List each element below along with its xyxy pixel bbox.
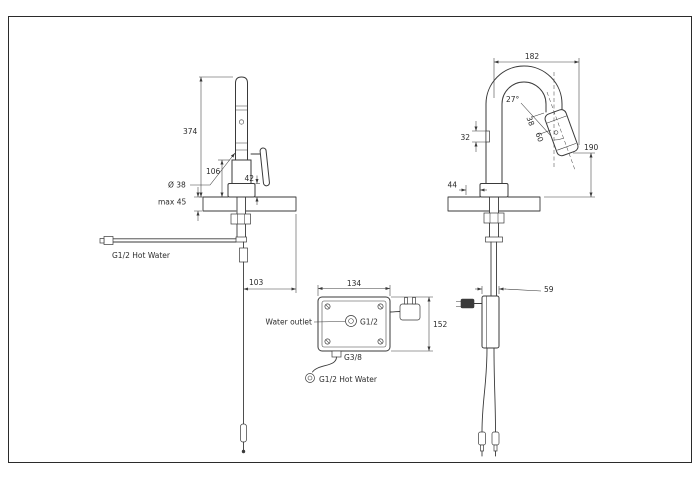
spray-head-sensor-dot (554, 130, 559, 135)
inlet-stub (331, 350, 342, 358)
dim-reach-label: 182 (525, 52, 540, 61)
corner-screws (324, 303, 384, 345)
sensor-window-front (239, 119, 244, 125)
mounting-nut-side (483, 212, 505, 224)
dim-diameter-label: Ø 38 (168, 181, 186, 190)
counter-side (447, 196, 541, 212)
control-box-dimensions: 134 152 (317, 279, 448, 352)
dim-total-height-label: 374 (183, 127, 198, 136)
control-box-view: 134 152 Water outlet G1/2 G3/8 G1/2 Hot … (266, 279, 448, 384)
under-counter-front (99, 196, 251, 454)
dim-body-height-label: 106 (206, 167, 221, 176)
hot-water-hose (112, 238, 237, 243)
fitting-tip-right (493, 444, 498, 452)
hot-water-fitting-inner (307, 375, 313, 381)
control-box-side (481, 295, 500, 349)
ext-lines-374 (199, 76, 233, 198)
gooseneck-outer (485, 65, 563, 113)
cable-plug (240, 423, 247, 443)
dim-box-width-label: 134 (347, 279, 362, 288)
power-plug-side (460, 298, 475, 309)
dim-max-deck-label: max 45 (158, 198, 186, 207)
ext-lines-134 (317, 285, 391, 296)
inlet-hose (312, 356, 337, 373)
dim-hose-offset-label: 103 (249, 278, 264, 287)
sensor-window-side (485, 130, 490, 143)
centerline-head-axis (546, 91, 576, 171)
hose-end-fitting (103, 236, 114, 245)
cable-connector (239, 247, 248, 263)
water-outlet-leader (313, 321, 346, 323)
dim-sensor-height-label: 32 (460, 133, 470, 142)
counter-front (202, 196, 297, 212)
dim-box-depth-label: 59 (544, 285, 554, 294)
inlet-thread-label: G3/8 (344, 353, 362, 362)
leader-59 (504, 288, 542, 292)
faucet-side-body (479, 65, 579, 198)
faucet-front-body (227, 76, 270, 198)
power-cord (389, 311, 401, 313)
hose-fitting-right (491, 431, 500, 446)
hot-water-label-box: G1/2 Hot Water (319, 375, 378, 384)
ext-lines-182 (493, 58, 580, 145)
dim-head-length-label: 60 (533, 131, 545, 143)
power-plug-prongs-side (456, 301, 461, 307)
ext-lines-max45 (194, 196, 202, 212)
faucet-base-front (227, 183, 256, 198)
dim-box-height-label: 152 (433, 320, 448, 329)
fitting-tip-left (480, 444, 484, 452)
dim-head-width-label: 38 (524, 115, 536, 127)
side-dimensions: 182 27° 38 60 32 190 44 59 (447, 52, 599, 294)
plug-prong-right (412, 297, 416, 305)
dim-angle-label: 27° (506, 95, 520, 104)
front-view: 374 106 42 Ø 38 max 45 103 G1/2 Hot Wate… (99, 76, 297, 454)
cable-plug-end (241, 449, 246, 454)
dim-outlet-height-label: 190 (584, 143, 599, 152)
dim-base-height-label: 42 (244, 174, 254, 183)
under-counter-side (456, 196, 505, 457)
head-dim-ticks (531, 112, 552, 135)
fitting-tip-lines (481, 450, 496, 457)
angle-arc (553, 138, 564, 141)
mixer-handle (259, 147, 270, 187)
column-side (485, 103, 503, 184)
nut-facets-front (237, 214, 245, 224)
front-dimensions: 374 106 42 Ø 38 max 45 103 G1/2 Hot Wate… (112, 76, 297, 293)
hose-adapter-front (235, 236, 247, 243)
hose-end-nipple (99, 238, 105, 244)
ext-lines-190 (544, 152, 595, 198)
leader-diameter (190, 152, 236, 186)
power-plug (399, 303, 421, 321)
control-box-inner (321, 300, 387, 348)
hose-bundle-side (490, 241, 497, 297)
water-outlet-port (345, 315, 357, 327)
nut-facets-side (489, 213, 499, 223)
hot-water-label-front: G1/2 Hot Water (112, 251, 171, 260)
water-outlet-port-inner (348, 318, 354, 324)
drawing-frame (8, 16, 692, 463)
supply-hoses-side (481, 347, 496, 433)
screw-slots (325, 304, 383, 344)
faucet-riser (235, 76, 248, 163)
spray-head-side (544, 109, 579, 157)
ext-lines-152 (391, 296, 433, 352)
mounting-nut-front (230, 213, 251, 225)
hot-water-fitting (305, 373, 315, 383)
hose-adapter-side (485, 236, 503, 243)
side-view: 182 27° 38 60 32 190 44 59 (447, 52, 599, 457)
dim-base-depth-label: 44 (447, 181, 457, 190)
plug-prong-left (404, 297, 408, 305)
hose-fitting-left (478, 431, 486, 446)
water-outlet-label: Water outlet (266, 318, 313, 327)
outlet-thread-label: G1/2 (360, 318, 378, 327)
gooseneck-inner (501, 81, 547, 113)
ext-lines-32 (472, 130, 486, 143)
riser-joint-lines (235, 105, 248, 151)
angle-leader (520, 102, 552, 137)
